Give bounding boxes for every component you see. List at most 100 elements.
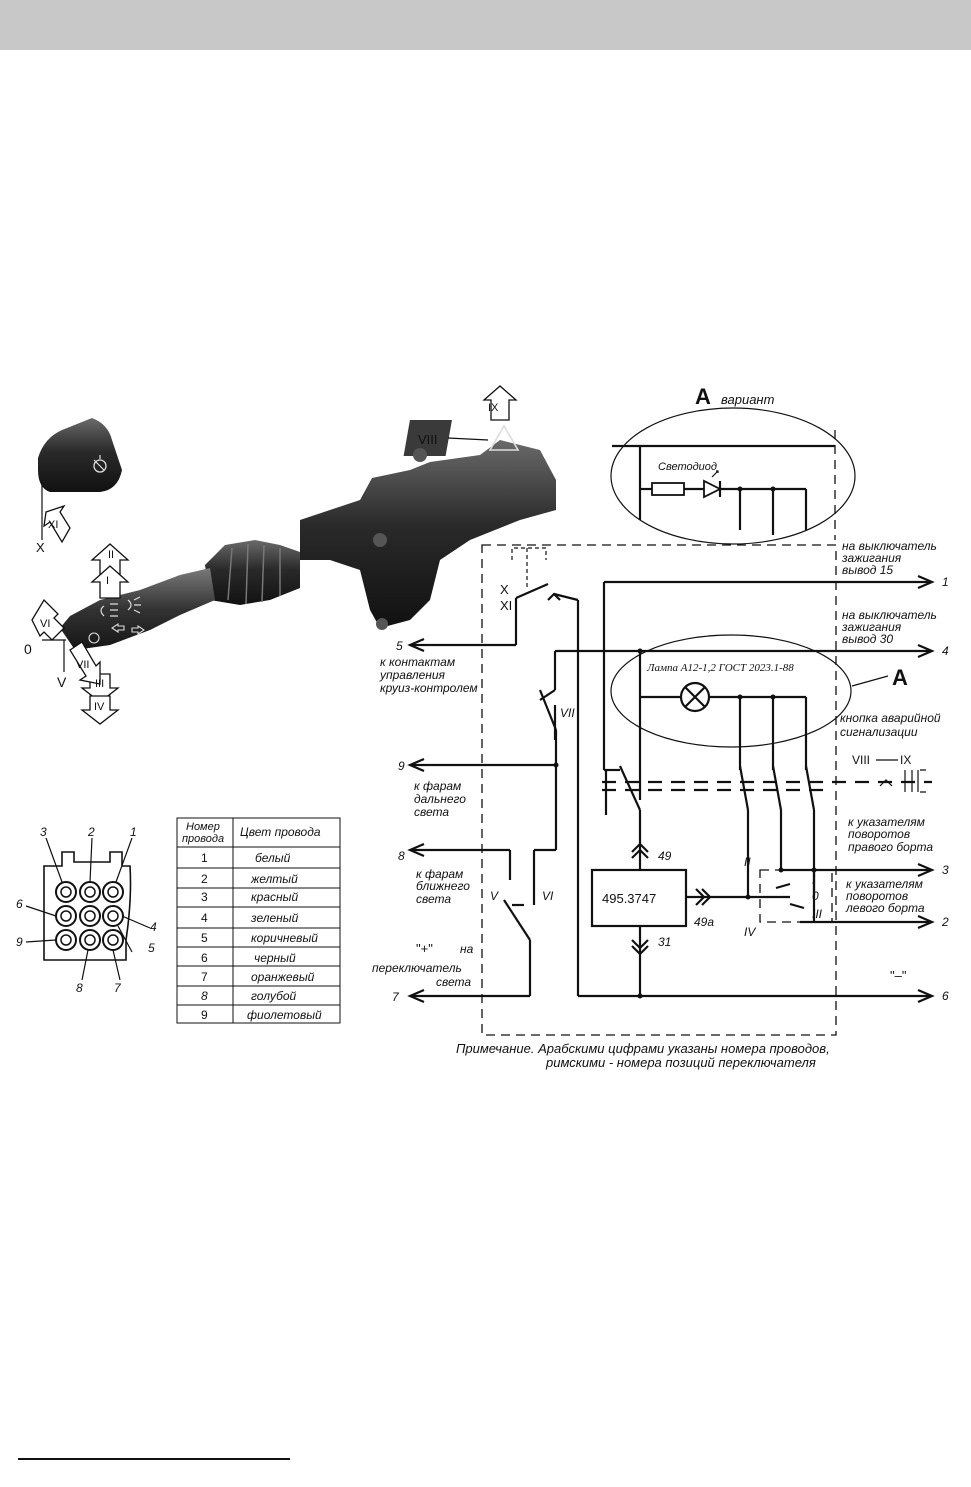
pin-label-7: 7 (114, 981, 122, 995)
svg-text:голубой: голубой (251, 989, 297, 1003)
wire-2-num: 2 (941, 915, 949, 929)
wire-4-line3: вывод 30 (842, 632, 893, 646)
pin-label-8: 8 (76, 981, 83, 995)
ground-label: "–" (890, 968, 907, 983)
wire-9-num: 9 (398, 759, 405, 773)
wire-7-line3: света (436, 975, 471, 989)
pin-label-9: 9 (16, 935, 23, 949)
svg-text:7: 7 (201, 970, 208, 984)
footnote-rule (18, 1458, 290, 1460)
beam-icon (127, 596, 141, 614)
sch-label-0: 0 (812, 889, 819, 903)
wire-3-line1: к указателям (848, 815, 925, 829)
arrow-IX (482, 385, 518, 421)
sch-label-IV: IV (744, 925, 756, 939)
sch-label-VI: VI (542, 889, 554, 903)
wire-1-line1: на выключатель (842, 539, 937, 553)
svg-text:3: 3 (201, 890, 208, 904)
pin-label-2: 2 (87, 825, 95, 839)
arrow-VI (31, 598, 65, 641)
wire-3-line2: поворотов (848, 827, 910, 841)
lamp-label: Лампа А12-1,2 ГОСТ 2023.1-88 (646, 662, 794, 674)
note-line-2: римскими - номера позиций переключателя (545, 1055, 816, 1070)
wire-8-line1: к фарам (416, 867, 463, 881)
wire-9-line1: к фарам (414, 779, 461, 793)
relay-name: 495.3747 (602, 891, 656, 906)
svg-text:оранжевый: оранжевый (251, 970, 315, 984)
resistor (651, 482, 685, 496)
lever-arm (60, 568, 215, 650)
wire-5-line3: круиз-контролем (380, 681, 478, 695)
note-line-1: Примечание. Арабскими цифрами указаны но… (456, 1041, 830, 1056)
wire-1-line3: вывод 15 (842, 563, 893, 577)
table-row: 7 оранжевый (201, 970, 315, 984)
svg-text:8: 8 (201, 989, 208, 1003)
wire-4-num: 4 (942, 644, 949, 658)
pos-label-0: 0 (24, 641, 32, 657)
wire-3-line3: правого борта (848, 840, 933, 854)
variant-a-inset: A вариант Светодиод (610, 384, 856, 545)
pos-label-IV: IV (94, 701, 105, 713)
table-row: 8 голубой (201, 989, 297, 1003)
wire-8-line2: ближнего (416, 879, 470, 893)
arrow-IV (80, 695, 120, 725)
sch-label-X: X (500, 582, 509, 597)
wire-7-plus: "+" (416, 941, 433, 956)
pos-label-VIII: VIII (418, 432, 438, 447)
switch-body (300, 440, 556, 628)
sch-label-I: I (812, 873, 816, 887)
wire-1-line2: зажигания (841, 551, 902, 565)
arrow-I (90, 565, 130, 599)
turn-left-arrow-icon (111, 622, 125, 634)
wire-3-num: 3 (942, 863, 949, 877)
sch-label-III: III (812, 907, 823, 921)
wire-8-num: 8 (398, 849, 405, 863)
variant-label: вариант (721, 392, 775, 407)
sch-label-VIII: VIII (852, 753, 870, 767)
schematic: 1 на выключатель зажигания вывод 15 4 на… (372, 539, 949, 1036)
wire-7-line2: переключатель (372, 961, 462, 975)
sch-label-XI: XI (500, 598, 512, 613)
cruise-lever-icon (88, 632, 100, 644)
pin-label-1: 1 (130, 825, 137, 839)
arrow-XI (43, 504, 71, 544)
arrow-VII (69, 641, 101, 685)
svg-text:4: 4 (201, 911, 208, 925)
connector-pins (55, 881, 124, 951)
svg-text:2: 2 (201, 872, 208, 886)
sch-label-II: II (744, 855, 751, 869)
headlight-icon (100, 603, 118, 617)
wire-9-line3: света (414, 805, 449, 819)
wire-6-num: 6 (942, 989, 949, 1003)
hazard-label-2: сигнализации (840, 725, 918, 739)
variant-ellipse (610, 407, 856, 545)
wire-4-line2: зажигания (841, 620, 902, 634)
wire-4-line1: на выключатель (842, 608, 937, 622)
wire-9-line2: дальнего (414, 792, 466, 806)
connector: 3 2 1 6 4 5 9 8 7 (16, 825, 157, 995)
lever-tip-detail (38, 418, 122, 492)
wire-1-num: 1 (942, 575, 949, 589)
svg-text:9: 9 (201, 1008, 208, 1022)
relay-t49a: 49а (694, 915, 714, 929)
wire-7-num: 7 (392, 990, 400, 1004)
svg-text:белый: белый (255, 851, 291, 865)
pin-label-6: 6 (16, 897, 23, 911)
relay-t49: 49 (658, 849, 672, 863)
table-row: 4 зеленый (201, 911, 299, 925)
svg-text:коричневый: коричневый (251, 931, 318, 945)
cruise-icon (93, 459, 107, 473)
pin-label-3: 3 (40, 825, 47, 839)
led-label: Светодиод (658, 461, 717, 473)
pos-label-I: I (106, 575, 109, 587)
table-header-num-1: Номер (186, 821, 220, 833)
sch-label-IX: IX (900, 753, 911, 767)
wire-2-line1: к указателям (846, 877, 923, 891)
led-diode-icon (703, 479, 723, 499)
pos-label-X: X (36, 540, 45, 555)
svg-text:зеленый: зеленый (250, 911, 299, 925)
pin-label-4: 4 (150, 920, 157, 934)
